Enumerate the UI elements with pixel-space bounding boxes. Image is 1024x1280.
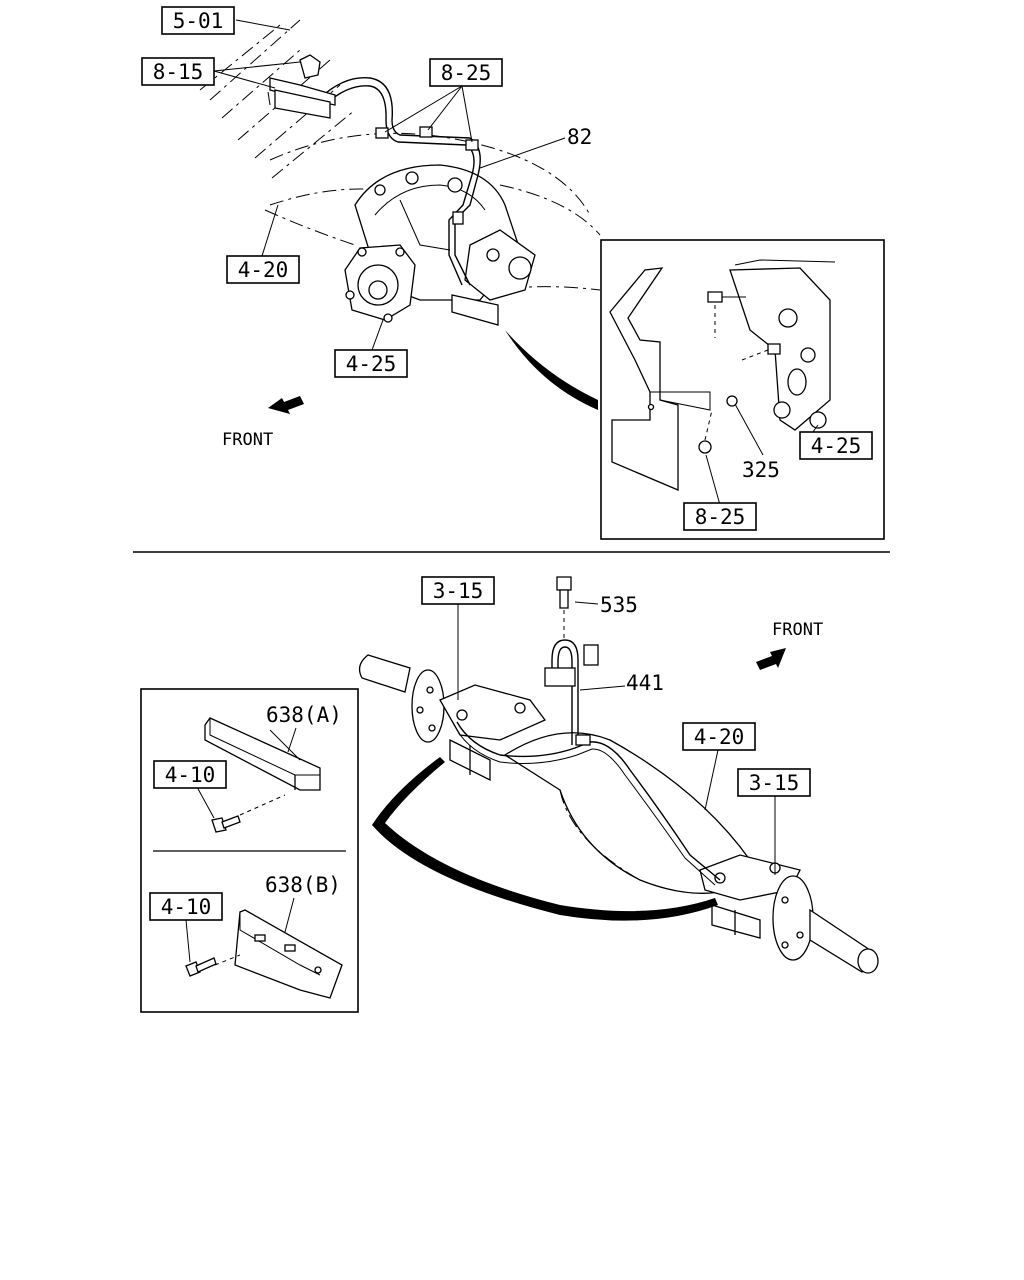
front-label-top: FRONT (222, 430, 273, 450)
pipe-clips (375, 126, 479, 225)
top-leaders (213, 19, 566, 351)
bottom-leaders (457, 601, 776, 875)
ref-4-10-text-b: 4-10 (161, 895, 212, 919)
ref-4-10-text-a: 4-10 (165, 763, 216, 787)
ref-4-25-label-top: 4-25 (334, 349, 408, 378)
top-view: 5-01 8-15 8-25 82 4-20 4-25 FRONT (141, 6, 885, 540)
frame-bracket (267, 54, 336, 119)
differential-carrier (344, 164, 536, 326)
bottom-inset: 638(A) 4-10 638(B) 4-10 (140, 688, 359, 1013)
rear-axle-housing (358, 654, 879, 974)
ref-5-01-label: 5-01 (161, 6, 235, 35)
part-535-label: 535 (600, 593, 638, 617)
ref-3-15-text-right: 3-15 (749, 771, 800, 795)
ref-4-25-label-inset: 4-25 (799, 431, 873, 460)
top-inset-callout (505, 330, 598, 410)
part-325-label: 325 (742, 458, 780, 482)
ref-4-10-label-a: 4-10 (153, 760, 227, 789)
ref-4-20-label-bottom: 4-20 (682, 722, 756, 751)
ref-4-20-text-top: 4-20 (238, 258, 289, 282)
arrow-up-right-icon (756, 648, 786, 670)
ref-5-01-text: 5-01 (173, 9, 224, 33)
bottom-view: 3-15 535 441 FRONT 4-20 3-15 638(A) (140, 576, 879, 1013)
bolt-535 (556, 576, 572, 640)
ref-3-15-label-left: 3-15 (421, 576, 495, 605)
ref-8-25-text-top: 8-25 (441, 61, 492, 85)
ref-8-15-text: 8-15 (153, 60, 204, 84)
part-441-label: 441 (626, 671, 664, 695)
ref-4-25-text-top: 4-25 (346, 352, 397, 376)
ref-3-15-label-right: 3-15 (737, 768, 811, 797)
ref-8-25-text-inset: 8-25 (695, 505, 746, 529)
ref-8-25-label-inset: 8-25 (683, 502, 757, 531)
part-638a-label: 638(A) (266, 703, 342, 727)
part-638b-label: 638(B) (265, 873, 341, 897)
brake-pipe-82 (319, 76, 481, 286)
ref-3-15-text-left: 3-15 (433, 579, 484, 603)
ref-4-10-label-b: 4-10 (149, 892, 223, 921)
part-82-label: 82 (567, 125, 592, 149)
ref-8-15-label: 8-15 (141, 57, 215, 86)
arrow-down-left-icon (268, 396, 304, 414)
front-label-bottom: FRONT (772, 620, 823, 640)
ref-4-20-text-bottom: 4-20 (694, 725, 745, 749)
brake-pipe-441 (456, 639, 721, 886)
ref-8-25-label-top: 8-25 (429, 58, 503, 87)
ref-4-20-label-top: 4-20 (226, 255, 300, 284)
bottom-inset-callout (372, 757, 718, 921)
ref-4-25-text-inset: 4-25 (811, 434, 862, 458)
top-inset: 4-25 325 8-25 (600, 239, 885, 540)
